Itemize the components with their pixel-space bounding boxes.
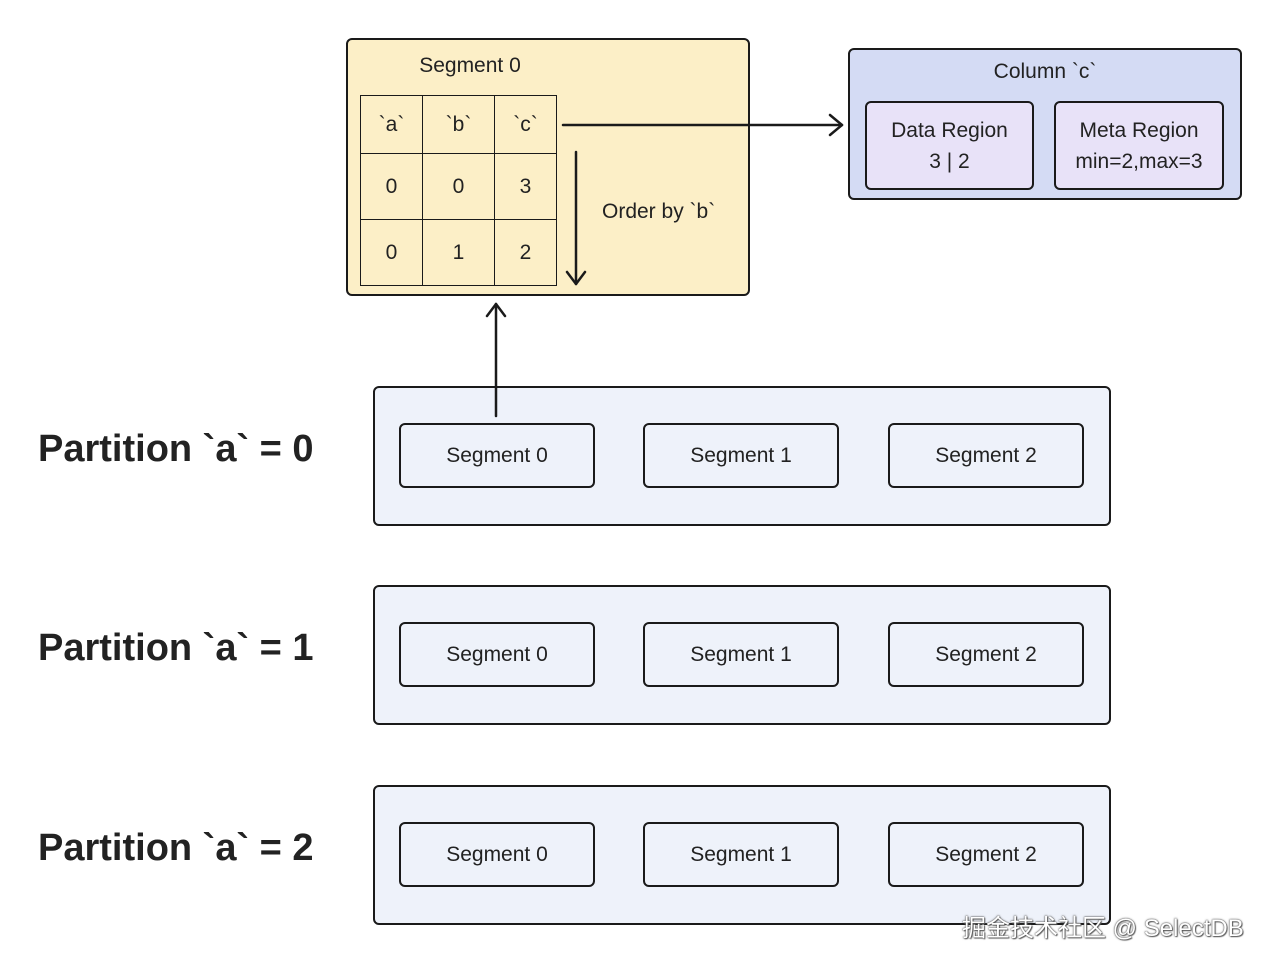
- table-cell: 3: [494, 153, 557, 220]
- meta-region-value: min=2,max=3: [1075, 150, 1203, 173]
- segment-box: Segment 2: [888, 423, 1084, 488]
- data-region-box: Data Region 3 | 2: [865, 101, 1034, 190]
- segment-box: Segment 2: [888, 622, 1084, 687]
- meta-region-box: Meta Region min=2,max=3: [1054, 101, 1224, 190]
- table-cell: 0: [422, 153, 495, 220]
- arrowhead-right: [828, 113, 844, 137]
- partition-label-2: Partition `a` = 2: [38, 827, 314, 869]
- table-row: 0 1 2: [360, 219, 557, 286]
- data-region-value: 3 | 2: [929, 150, 970, 173]
- partition-label-0: Partition `a` = 0: [38, 428, 314, 470]
- table-header-row: `a` `b` `c`: [360, 95, 557, 154]
- table-header-cell: `c`: [494, 95, 557, 154]
- column-title: Column `c`: [993, 60, 1097, 83]
- segment-box: Segment 1: [643, 423, 839, 488]
- order-by-label: Order by `b`: [602, 200, 716, 223]
- column-box: Column `c` Data Region 3 | 2 Meta Region…: [848, 48, 1242, 200]
- segment-box: Segment 1: [643, 822, 839, 887]
- segment-box: Segment 0: [399, 822, 595, 887]
- partition-box-0: Segment 0 Segment 1 Segment 2: [373, 386, 1111, 526]
- segment-table: `a` `b` `c` 0 0 3 0 1 2: [360, 95, 557, 286]
- segment-box: Segment 0: [399, 622, 595, 687]
- table-cell: 2: [494, 219, 557, 286]
- segment-box: Segment 1: [643, 622, 839, 687]
- meta-region-title: Meta Region: [1079, 119, 1199, 142]
- table-cell: 1: [422, 219, 495, 286]
- segment-detail-title: Segment 0: [419, 54, 521, 77]
- segment-detail-box: Segment 0 `a` `b` `c` 0 0 3 0 1 2 Order …: [346, 38, 750, 296]
- partition-box-1: Segment 0 Segment 1 Segment 2: [373, 585, 1111, 725]
- table-row: 0 0 3: [360, 153, 557, 220]
- segment-box: Segment 2: [888, 822, 1084, 887]
- partition-label-1: Partition `a` = 1: [38, 627, 314, 669]
- data-region-title: Data Region: [891, 119, 1008, 142]
- arrowhead-up: [485, 302, 507, 318]
- partition-box-2: Segment 0 Segment 1 Segment 2: [373, 785, 1111, 925]
- table-header-cell: `a`: [360, 95, 423, 154]
- arrowhead-down: [565, 270, 587, 286]
- watermark: 掘金技术社区 @ SelectDB: [962, 915, 1244, 942]
- table-cell: 0: [360, 219, 423, 286]
- segment-box: Segment 0: [399, 423, 595, 488]
